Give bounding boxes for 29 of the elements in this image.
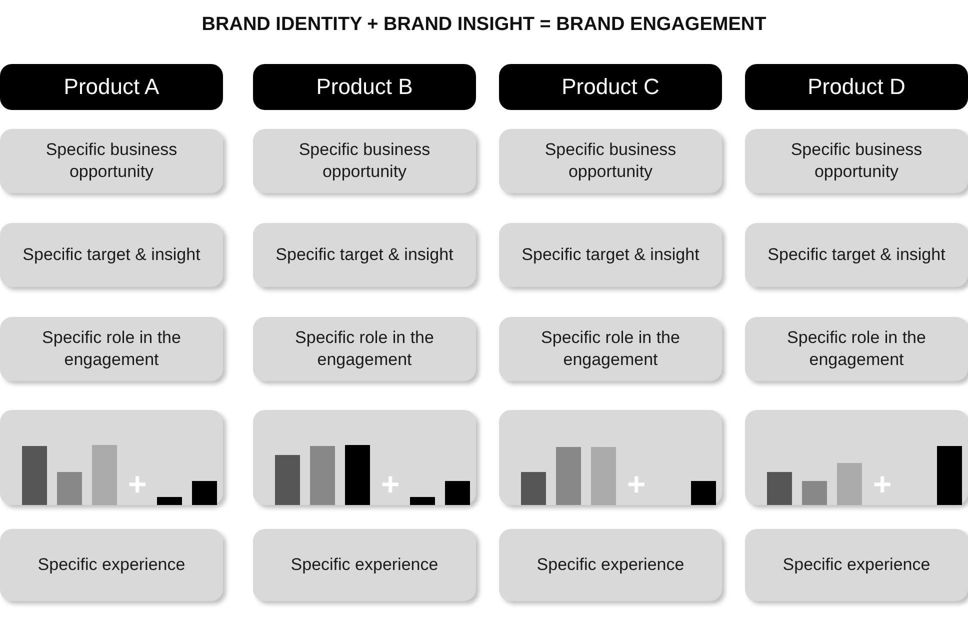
chart-panel bbox=[0, 410, 223, 505]
chart-panel bbox=[253, 410, 476, 505]
plus-sign: + bbox=[627, 468, 646, 500]
label-box: Specific role in the engagement bbox=[253, 317, 476, 381]
title: BRAND IDENTITY + BRAND INSIGHT = BRAND ENGAGEMENT bbox=[200, 14, 768, 36]
label-box: Specific role in the engagement bbox=[499, 317, 722, 381]
label-box: Specific experience bbox=[745, 529, 968, 601]
plus-sign: + bbox=[128, 468, 147, 500]
label-box: Specific experience bbox=[499, 529, 722, 601]
label-box: Specific target & insight bbox=[253, 223, 476, 287]
label-box: Specific experience bbox=[253, 529, 476, 601]
chart-panel bbox=[745, 410, 968, 505]
label-box: Specific target & insight bbox=[745, 223, 968, 287]
label-box: Specific role in the engagement bbox=[0, 317, 223, 381]
label-box: Specific role in the engagement bbox=[745, 317, 968, 381]
label-box: Specific target & insight bbox=[499, 223, 722, 287]
label-box: Specific business opportunity bbox=[745, 129, 968, 193]
product-header: Product A bbox=[0, 64, 223, 110]
label-box: Specific business opportunity bbox=[253, 129, 476, 193]
product-header: Product C bbox=[499, 64, 722, 110]
product-header: Product B bbox=[253, 64, 476, 110]
plus-sign: + bbox=[873, 468, 892, 500]
plus-sign: + bbox=[381, 468, 400, 500]
product-header: Product D bbox=[745, 64, 968, 110]
label-box: Specific target & insight bbox=[0, 223, 223, 287]
chart-panel bbox=[499, 410, 722, 505]
label-box: Specific experience bbox=[0, 529, 223, 601]
label-box: Specific business opportunity bbox=[499, 129, 722, 193]
label-box: Specific business opportunity bbox=[0, 129, 223, 193]
